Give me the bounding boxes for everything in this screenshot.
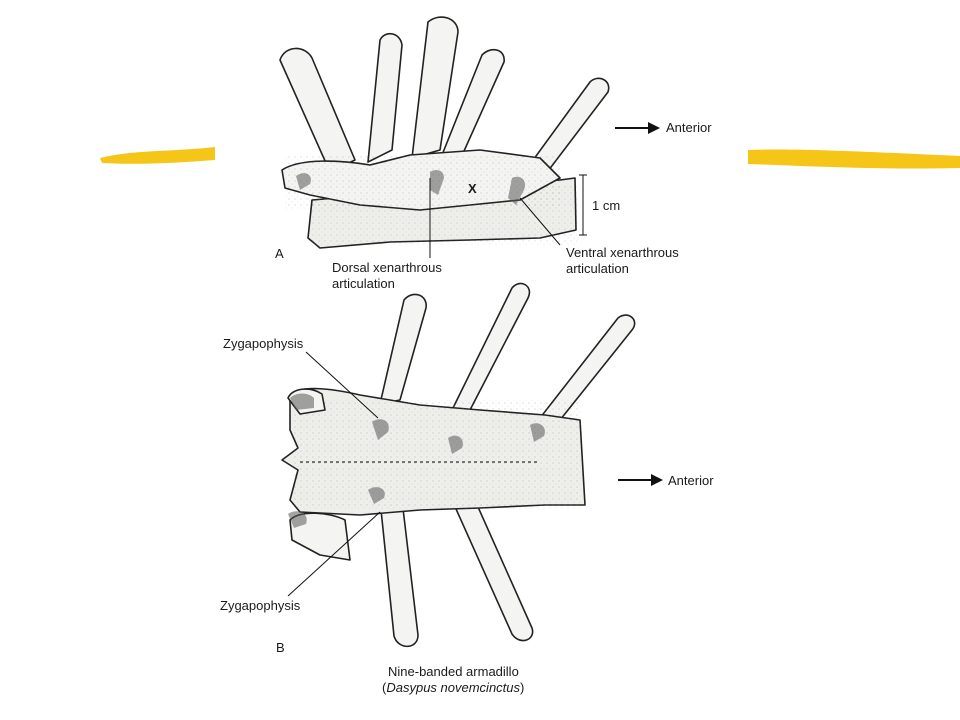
panel-a-anterior-label: Anterior xyxy=(666,120,712,135)
panel-a-scale-label: 1 cm xyxy=(592,198,620,213)
caption-species: Dasypus novemcinctus xyxy=(386,680,520,695)
caption-line2: (Dasypus novemcinctus) xyxy=(382,680,524,695)
panel-a-spine-2 xyxy=(367,32,403,163)
panel-a-x-mark: X xyxy=(468,181,477,196)
panel-b-letter: B xyxy=(276,640,285,655)
zygapophysis-bottom-leader xyxy=(287,511,381,597)
panel-a-scale-bar xyxy=(579,174,587,236)
panel-b-upper-process-1 xyxy=(379,293,427,405)
caption-close-paren: ) xyxy=(520,680,524,695)
panel-a-spine-4 xyxy=(437,48,505,166)
ventral-leader-line xyxy=(519,197,561,246)
left-accent-brush xyxy=(100,147,215,164)
panel-a-articulation-shadow xyxy=(430,170,444,195)
panel-a-letter: A xyxy=(275,246,284,261)
panel-a-lateral-view: X 1 cm Anterior A Dorsal xenarthrous art… xyxy=(275,16,712,291)
panel-a-spine-3 xyxy=(411,16,459,159)
ventral-xenarthrous-label-line2: articulation xyxy=(566,261,629,276)
panel-b-dorsal-view: Zygapophysis Zygapophysis Anterior B xyxy=(220,282,714,655)
panel-b-lower-process-2 xyxy=(451,497,534,642)
dorsal-xenarthrous-label-line1: Dorsal xenarthrous xyxy=(332,260,442,275)
panel-a-spine-1 xyxy=(279,47,356,173)
right-accent-brush xyxy=(748,149,960,169)
panel-b-upper-process-2 xyxy=(451,282,531,411)
panel-b-anterior-arrow xyxy=(618,474,663,486)
zygapophysis-top-label: Zygapophysis xyxy=(223,336,304,351)
panel-b-anterior-label: Anterior xyxy=(668,473,714,488)
panel-a-anterior-arrow xyxy=(615,122,660,134)
caption-open-paren: ( xyxy=(382,680,387,695)
zygapophysis-bottom-label: Zygapophysis xyxy=(220,598,301,613)
ventral-xenarthrous-label-line1: Ventral xenarthrous xyxy=(566,245,679,260)
panel-b-lower-process-1 xyxy=(379,499,419,648)
caption-line1: Nine-banded armadillo xyxy=(388,664,519,679)
dorsal-xenarthrous-label-line2: articulation xyxy=(332,276,395,291)
zygapophysis-top-leader xyxy=(305,351,379,419)
